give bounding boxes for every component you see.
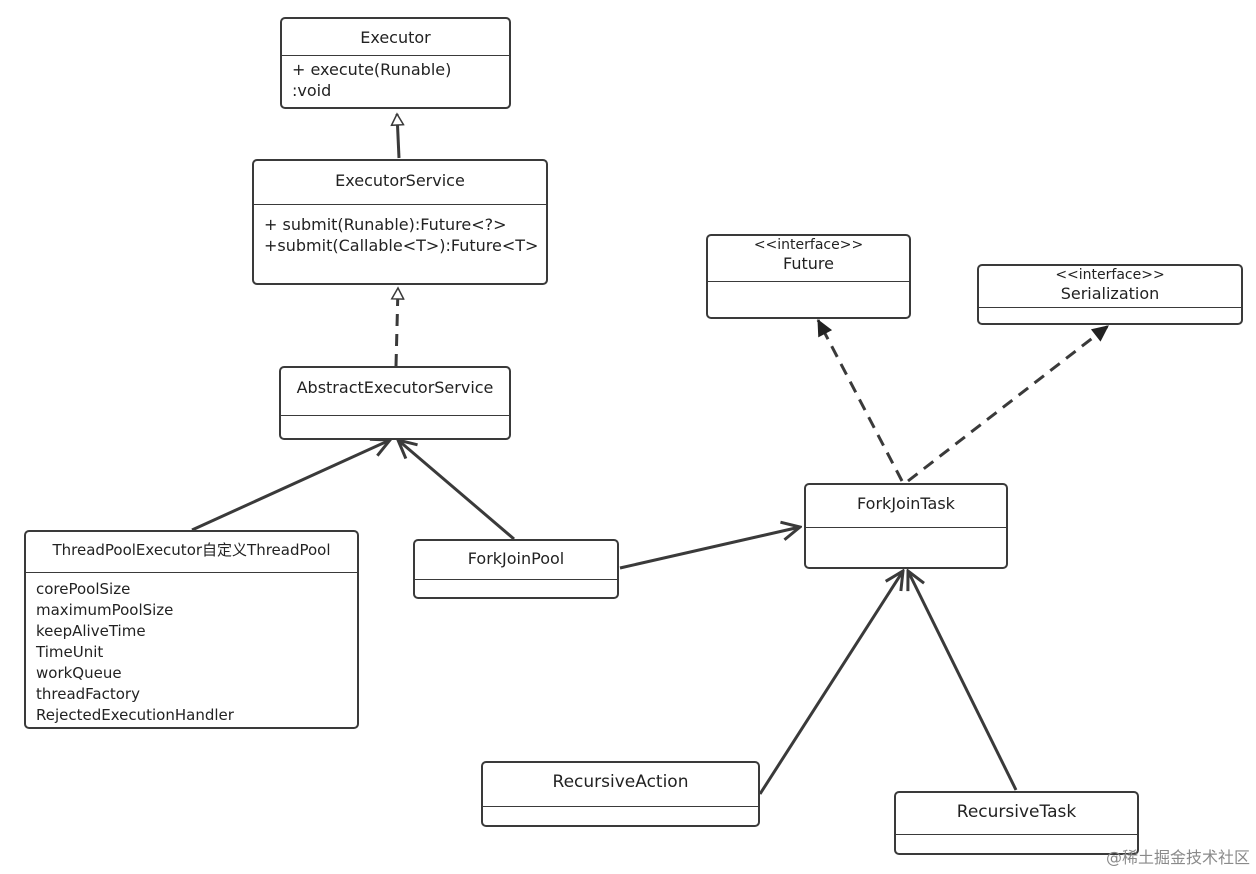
class-executor-methods: + execute(Runable) :void xyxy=(282,56,509,107)
class-recursivetask: RecursiveTask xyxy=(894,791,1139,855)
class-executorservice-name: ExecutorService xyxy=(254,161,546,205)
edge-executorservice-executor xyxy=(397,114,399,159)
edge-forkjointask-serialization xyxy=(907,324,1109,483)
watermark-text: @稀土掘金技术社区 xyxy=(1105,848,1250,867)
class-serialization-stereotype: <<interface>> xyxy=(1055,267,1165,283)
method-line: +submit(Callable<T>):Future<T> xyxy=(264,236,539,255)
class-executor: Executor + execute(Runable) :void xyxy=(280,17,511,109)
field-line: threadFactory xyxy=(36,685,140,703)
class-serialization-title: Serialization xyxy=(1060,284,1160,303)
edge-recursiveaction-forkjointask xyxy=(758,571,903,795)
field-line: corePoolSize xyxy=(36,580,131,598)
edge-threadpool-abstract xyxy=(191,440,390,532)
class-executorservice-methods: + submit(Runable):Future<?> +submit(Call… xyxy=(254,205,546,283)
class-forkjointask-name: ForkJoinTask xyxy=(806,485,1006,528)
class-forkjoinpool-name: ForkJoinPool xyxy=(415,541,617,580)
class-threadpoolexecutor-fields: corePoolSize maximumPoolSize keepAliveTi… xyxy=(26,573,357,727)
class-recursiveaction-body xyxy=(483,807,758,825)
class-serialization-body xyxy=(979,308,1241,323)
class-recursivetask-name: RecursiveTask xyxy=(896,793,1137,835)
class-abstractexecutorservice: AbstractExecutorService xyxy=(279,366,511,440)
class-executor-name: Executor xyxy=(282,19,509,56)
class-recursivetask-body xyxy=(896,835,1137,853)
class-future-title: Future xyxy=(783,254,834,273)
class-forkjoinpool: ForkJoinPool xyxy=(413,539,619,599)
edge-forkjoinpool-abstract xyxy=(398,440,515,541)
field-line: maximumPoolSize xyxy=(36,601,174,619)
field-line: keepAliveTime xyxy=(36,622,146,640)
class-forkjointask-body xyxy=(806,528,1006,567)
method-line: :void xyxy=(292,81,332,100)
class-recursiveaction-name: RecursiveAction xyxy=(483,763,758,807)
class-recursiveaction: RecursiveAction xyxy=(481,761,760,827)
edge-forkjointask-future xyxy=(816,318,904,482)
class-serialization-name: <<interface>> Serialization xyxy=(979,266,1241,308)
class-forkjoinpool-body xyxy=(415,580,617,597)
field-line: workQueue xyxy=(36,664,122,682)
class-threadpoolexecutor: ThreadPoolExecutor自定义ThreadPool corePool… xyxy=(24,530,359,729)
field-line: TimeUnit xyxy=(36,643,104,661)
class-abstractexecutorservice-body xyxy=(281,416,509,438)
edge-recursivetask-forkjointask xyxy=(908,571,1018,791)
class-future: <<interface>> Future xyxy=(706,234,911,319)
field-line: RejectedExecutionHandler xyxy=(36,706,234,724)
class-forkjointask: ForkJoinTask xyxy=(804,483,1008,569)
class-threadpoolexecutor-name: ThreadPoolExecutor自定义ThreadPool xyxy=(26,532,357,573)
edge-forkjoinpool-forkjointask xyxy=(619,527,800,570)
class-future-name: <<interface>> Future xyxy=(708,236,909,282)
method-line: + execute(Runable) xyxy=(292,60,452,79)
method-line: + submit(Runable):Future<?> xyxy=(264,215,507,234)
class-serialization: <<interface>> Serialization xyxy=(977,264,1243,325)
class-future-body xyxy=(708,282,909,317)
edge-abstract-executorservice xyxy=(396,288,398,367)
class-abstractexecutorservice-name: AbstractExecutorService xyxy=(281,368,509,416)
class-executorservice: ExecutorService + submit(Runable):Future… xyxy=(252,159,548,285)
class-future-stereotype: <<interface>> xyxy=(753,237,864,253)
